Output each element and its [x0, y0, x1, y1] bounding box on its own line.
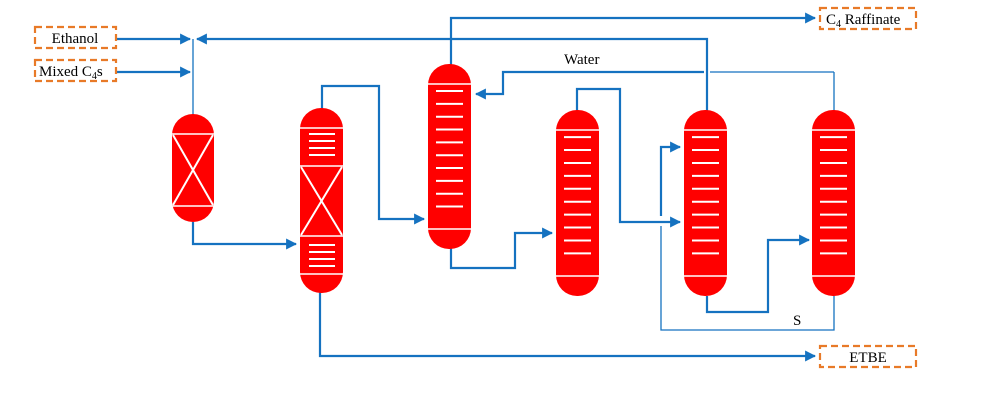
ethanol-recycle-stream [195, 33, 709, 112]
extractive-bottoms-stream [705, 234, 811, 314]
ethanol-recovery-column[interactable] [556, 110, 599, 296]
solvent-recovery-column[interactable] [812, 110, 855, 296]
stream-tags: Ethanol Mixed C4s C4 Raffinate ETBE [33, 6, 918, 369]
mixed-c4-feed-tag[interactable]: Mixed C4s [33, 58, 118, 83]
ethanol-label: Ethanol [52, 31, 99, 47]
ethanol-recovery-distillate-stream [575, 87, 682, 228]
water-wash-column[interactable] [428, 64, 471, 249]
reactive-distillation-column[interactable] [300, 108, 343, 293]
solvent-recycle-loop [660, 226, 835, 331]
etbe-product-stream [318, 292, 817, 362]
mixed-c4-label: Mixed C4s [39, 64, 103, 82]
etbe-product-tag[interactable]: ETBE [818, 344, 918, 369]
solvent-stream-label: S [793, 313, 801, 329]
extractive-distillation-column[interactable] [684, 110, 727, 296]
streams [116, 12, 835, 362]
tray-columns [428, 64, 855, 296]
c4-raffinate-tag[interactable]: C4 Raffinate [818, 6, 918, 31]
pre-reactor[interactable] [172, 114, 214, 222]
reactor-effluent-stream [191, 222, 298, 250]
c4-raffinate-label: C4 Raffinate [826, 12, 901, 30]
etbe-label: ETBE [849, 350, 887, 366]
rd-distillate-stream [320, 84, 426, 225]
water-stream-label: Water [564, 52, 599, 68]
water-recycle-stream [474, 70, 704, 100]
c4-raffinate-stream [449, 12, 817, 67]
water-wash-bottoms-stream [449, 227, 554, 270]
solvent-feed-stream [659, 141, 682, 216]
ethanol-feed-tag[interactable]: Ethanol [33, 25, 118, 50]
